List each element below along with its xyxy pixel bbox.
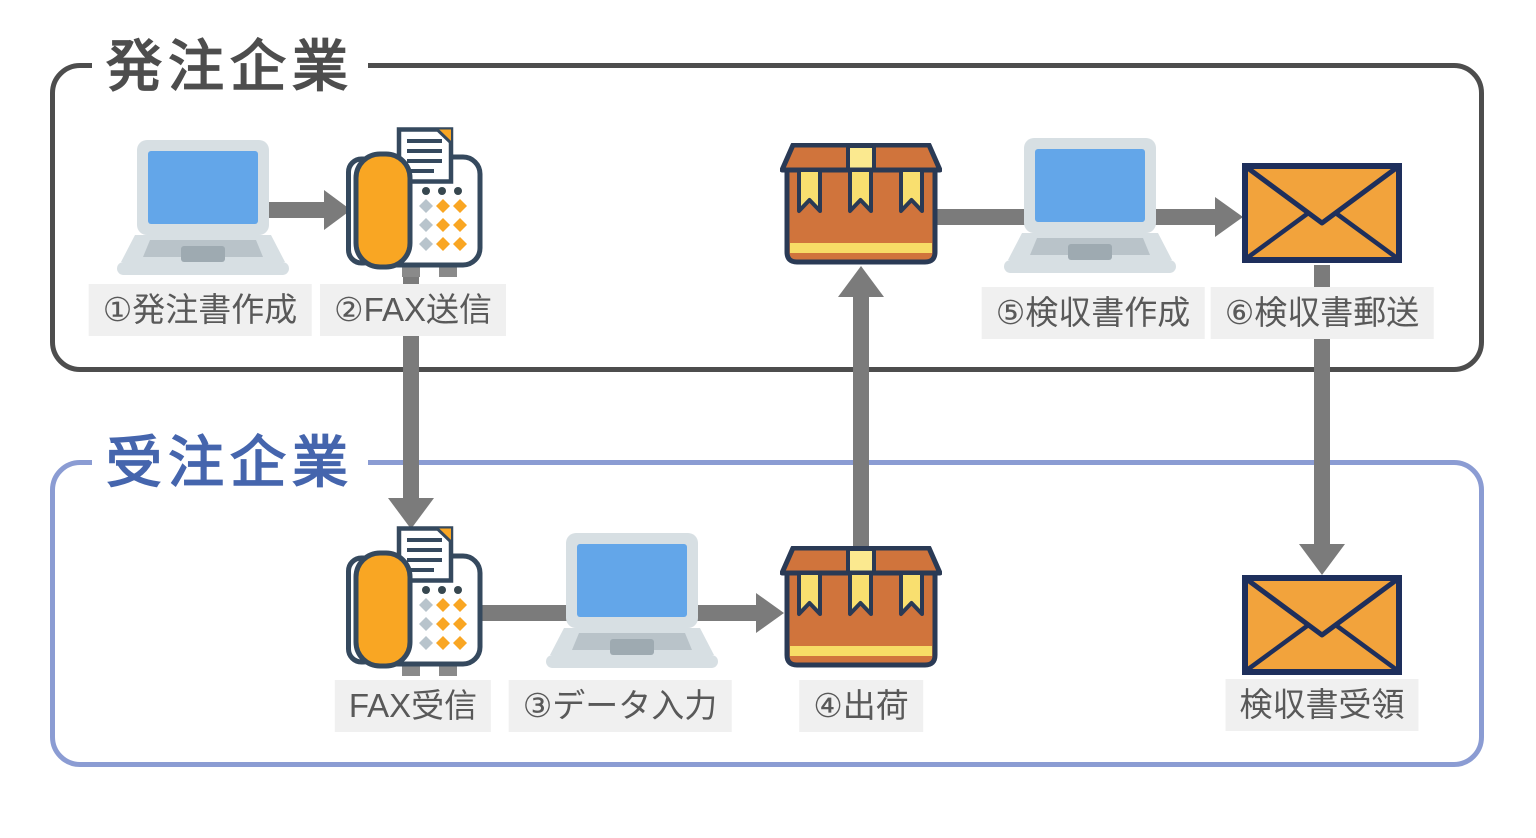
fax-icon [346, 526, 484, 681]
step-label-receive-receipt: 検収書受領 [1225, 679, 1419, 731]
package-icon [780, 546, 942, 670]
fax-icon [346, 127, 484, 282]
orderer-company-box [50, 63, 1484, 372]
arrow-shipment-up [838, 266, 884, 548]
receiver-company-title: 受注企業 [92, 430, 368, 496]
step-label-shipment: ④出荷 [799, 680, 923, 732]
step-label-create-order: ①発注書作成 [88, 284, 312, 336]
receiver-company-box [50, 460, 1484, 767]
step-label-fax-receive: FAX受信 [334, 680, 492, 732]
laptop-icon [1004, 138, 1176, 273]
package-icon [780, 143, 942, 267]
step-label-create-receipt: ⑤検収書作成 [981, 287, 1205, 339]
laptop-icon [117, 140, 289, 275]
arrow-pc-to-fax [264, 190, 351, 230]
step-label-data-entry: ③データ入力 [508, 680, 732, 732]
step-label-fax-send: ②FAX送信 [320, 284, 506, 336]
orderer-company-title: 発注企業 [92, 34, 368, 100]
laptop-icon [546, 533, 718, 668]
envelope-icon [1242, 575, 1402, 675]
step-label-mail-receipt: ⑥検収書郵送 [1210, 287, 1434, 339]
envelope-icon [1242, 163, 1402, 263]
